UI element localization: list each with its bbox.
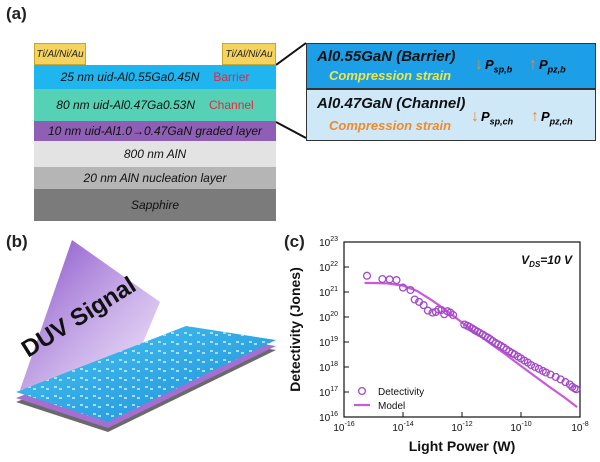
data-point-detectivity (378, 274, 387, 284)
panel-label-b: (b) (6, 232, 28, 251)
data-point-detectivity (572, 385, 581, 394)
contact-left: Ti/Al/Ni/Au (34, 43, 86, 65)
data-point-detectivity (385, 275, 394, 284)
x-axis-label: Light Power (W) (409, 438, 516, 454)
data-point-detectivity (406, 285, 415, 295)
y-tick-label: 1019 (319, 336, 338, 349)
layer-graded: 10 nm uid-Al1.0→0.47GaN graded layer (34, 121, 276, 141)
layer-channel: 80 nm uid-Al0.47Ga0.53N Channel (34, 89, 276, 121)
zoom-barrier-fill (307, 44, 595, 88)
zoom-connector (276, 42, 307, 139)
chip-electrode-array (16, 326, 276, 422)
data-point-detectivity (392, 276, 401, 285)
layer-text: 80 nm uid-Al0.47Ga0.53N (56, 98, 196, 112)
layer-accent-channel: Channel (209, 98, 254, 112)
polarization-sp-channel: ↓Psp,ch (471, 108, 513, 127)
polarization-sp-barrier: ↓Psp,b (475, 56, 512, 75)
zoom-barrier-strain: Compression strain (329, 68, 452, 83)
zoom-channel-fill (307, 90, 595, 140)
y-tick-label: 1023 (319, 236, 338, 249)
data-point-detectivity (423, 306, 432, 315)
data-point-detectivity (398, 283, 408, 292)
layer-text: Sapphire (130, 198, 180, 212)
zoom-channel-box: Al0.47GaN (Channel) Compression strain ↓… (306, 89, 596, 141)
vds-annotation: VDS=10 V (521, 253, 573, 269)
polarization-pz-barrier: ↑Ppz,b (529, 56, 566, 75)
data-point-detectivity (534, 364, 543, 373)
y-tick-label: 1021 (319, 286, 338, 299)
panel-label-a: (a) (6, 4, 27, 23)
p-sub: pz,b (547, 64, 566, 75)
y-tick-label: 1016 (319, 411, 338, 424)
zoom-channel-strain: Compression strain (329, 118, 452, 133)
zoom-barrier-box: Al0.55GaN (Barrier) Compression strain ↓… (306, 43, 596, 89)
x-tick-label: 10-14 (392, 421, 413, 434)
polarization-pz-channel: ↑Ppz,ch (531, 108, 573, 127)
connector-line-bottom (276, 121, 307, 139)
zoom-channel-title: Al0.47GaN (Channel) (317, 95, 466, 112)
y-tick-label: 1018 (319, 361, 338, 374)
data-point-detectivity (527, 360, 536, 370)
layer-nucleation: 20 nm AlN nucleation layer (34, 167, 276, 189)
panel-label-c: (c) (284, 232, 305, 251)
data-point-detectivity (431, 307, 440, 316)
data-point-detectivity (434, 305, 443, 314)
duv-illustration: DUV Signal (16, 240, 276, 432)
p-sub: pz,ch (549, 116, 573, 127)
x-tick-label: 10-10 (510, 421, 531, 434)
legend-label-detectivity: Detectivity (378, 387, 424, 398)
data-point-detectivity (561, 378, 570, 387)
p-label: P (481, 109, 490, 124)
arrow-up-icon: ↑ (531, 108, 539, 125)
x-tick-label: 10-8 (571, 421, 588, 434)
data-point-detectivity (541, 368, 550, 377)
layer-text: 20 nm AlN nucleation layer (83, 171, 227, 185)
p-label: P (485, 57, 494, 72)
p-sub: sp,ch (489, 116, 514, 127)
layer-aln: 800 nm AlN (34, 141, 276, 167)
legend-label-model: Model (378, 401, 405, 412)
connector-line-top (276, 42, 307, 66)
layer-text: 25 nm uid-Al0.55Ga0.45N (60, 70, 200, 84)
layer-barrier: 25 nm uid-Al0.55Ga0.45N Barrier (34, 65, 276, 89)
legend-marker-detectivity (357, 386, 367, 396)
layer-accent-barrier: Barrier (213, 70, 250, 84)
data-point-detectivity (410, 295, 419, 304)
y-axis-label: Detectivity (Jones) (287, 267, 303, 391)
arrow-down-icon: ↓ (471, 108, 479, 125)
y-tick-label: 1022 (319, 261, 338, 274)
data-point-detectivity (419, 301, 428, 310)
contact-right: Ti/Al/Ni/Au (222, 43, 276, 65)
x-tick-label: 10-16 (333, 421, 354, 434)
layer-text: 800 nm AlN (123, 147, 187, 161)
data-point-detectivity (362, 271, 372, 280)
data-point-detectivity (449, 310, 458, 320)
x-tick-label: 10-12 (451, 421, 472, 434)
arrow-up-icon: ↑ (529, 56, 537, 73)
layer-sapphire: Sapphire (34, 189, 276, 221)
p-sub: sp,b (493, 64, 513, 75)
detectivity-chart: 10-16 10-14 10-12 10-10 10-8 1016 1017 1018 1019… (287, 236, 589, 454)
p-label: P (541, 109, 550, 124)
arrow-down-icon: ↓ (475, 56, 483, 73)
p-label: P (539, 57, 548, 72)
zoom-barrier-title: Al0.55GaN (Barrier) (317, 48, 456, 65)
y-tick-label: 1020 (319, 311, 338, 324)
layer-text: 10 nm uid-Al1.0→0.47GaN graded layer (47, 124, 263, 138)
y-tick-label: 1017 (319, 386, 338, 399)
